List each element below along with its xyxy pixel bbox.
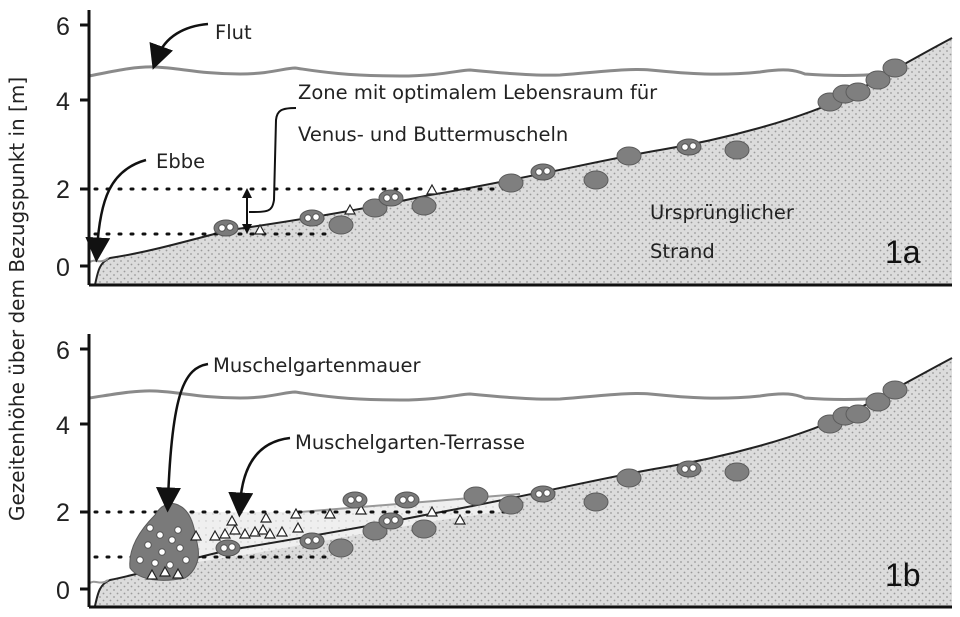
beach-sand-b — [95, 358, 952, 606]
y-tick-0-b: 0 — [56, 577, 70, 605]
label-wall: Muschelgartenmauer — [213, 354, 421, 377]
high-tide-line-a — [88, 65, 881, 78]
y-tick-4-a: 4 — [56, 88, 70, 116]
panel-label-1b: 1b — [885, 557, 921, 593]
y-tick-0-a: 0 — [56, 254, 70, 282]
label-beach-line1: Ursprünglicher — [650, 201, 795, 224]
panel-1b: 6 4 2 0 Muschelgartenmauer Muschelgarten… — [56, 334, 953, 609]
panel-1a: 6 4 2 0 Flut Ebbe Zone mit optimalem Leb… — [56, 10, 953, 287]
y-tick-6-a: 6 — [56, 13, 70, 41]
y-tick-6-b: 6 — [56, 337, 70, 365]
y-tick-2-a: 2 — [56, 176, 70, 204]
label-flut: Flut — [215, 21, 252, 44]
y-tick-2-b: 2 — [56, 499, 70, 527]
y-tick-4-b: 4 — [56, 412, 70, 440]
panel-label-1a: 1a — [885, 234, 921, 270]
label-terrace: Muschelgarten-Terrasse — [295, 431, 525, 454]
shell-wall — [129, 503, 199, 581]
high-tide-line-b — [88, 389, 881, 402]
label-zone-line1: Zone mit optimalem Lebensraum für — [298, 81, 658, 104]
label-beach-line2: Strand — [650, 240, 715, 263]
label-ebbe: Ebbe — [156, 150, 205, 173]
label-zone-line2: Venus- und Buttermuscheln — [298, 123, 568, 146]
